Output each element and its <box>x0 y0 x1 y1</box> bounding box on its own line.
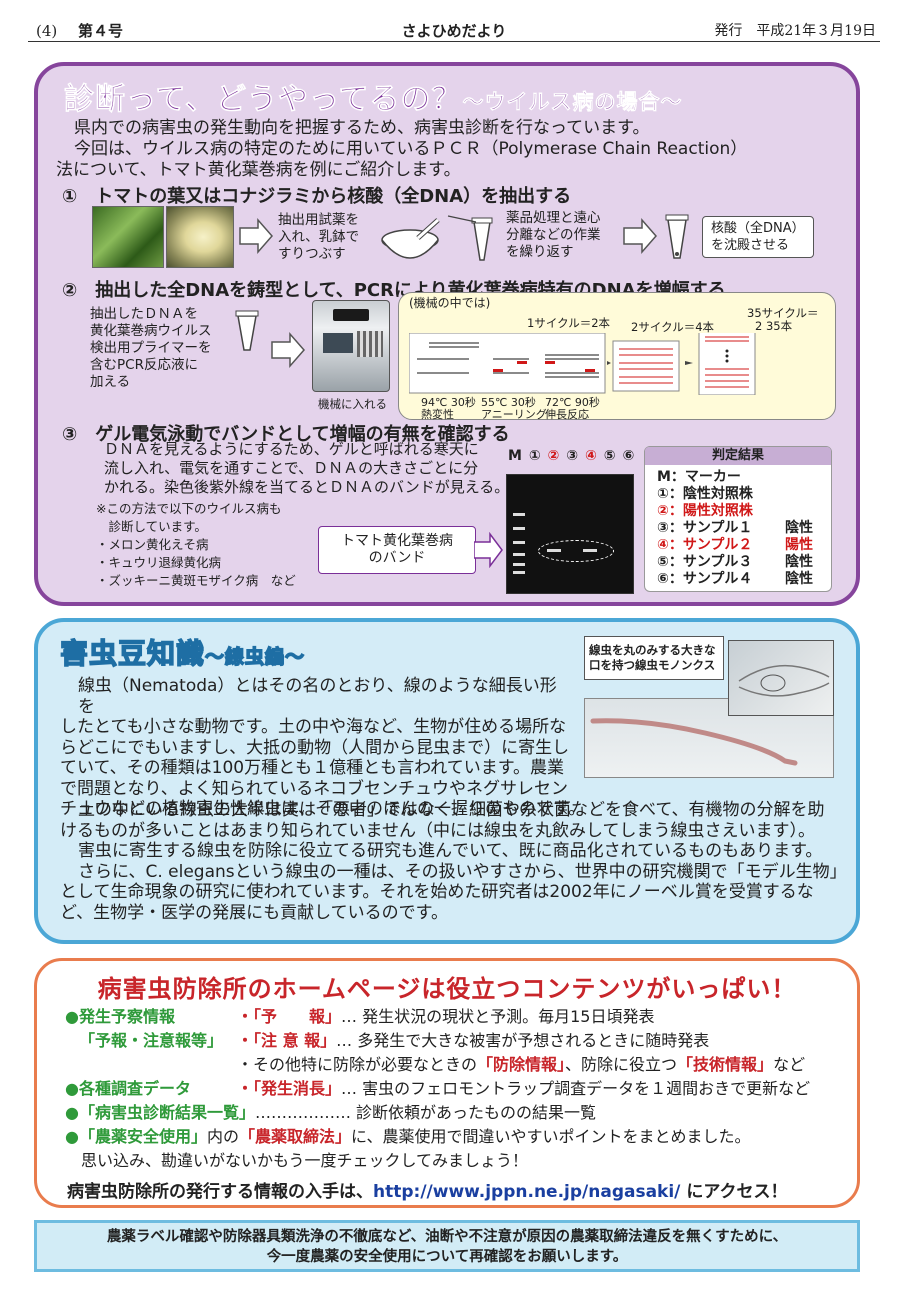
arrow-icon <box>238 218 274 254</box>
temp-annealing: 55℃ 30秒アニーリング <box>481 396 547 421</box>
step1-heading: ① トマトの葉又はコナジラミから核酸（全DNA）を抽出する <box>62 186 572 207</box>
step2-left-text: 抽出したＤＮＡを 黄化葉巻病ウイルス 検出用プライマーを 含むPCR反応液に 加… <box>90 306 212 390</box>
issue-date: 発行 平成21年３月19日 <box>714 23 876 39</box>
arrow-icon <box>474 532 504 568</box>
nematode-section: 害虫豆知識〜線虫編〜 線虫を丸のみする大きな 口を持つ線虫モノンクス 線虫（Ne… <box>34 618 860 944</box>
nematode-zoom-photo <box>728 640 834 716</box>
results-title: 判定結果 <box>645 447 831 465</box>
warning-row: 「予報・注意報等」・「注 意 報」… 多発生で大きな被害が予想されるときに随時発… <box>79 1031 710 1050</box>
diagnosis-results-row: ●「病害虫診断結果一覧」……………… 診断依頼があったものの結果一覧 <box>65 1103 597 1122</box>
temp-extension: 72℃ 90秒伸長反応 <box>545 396 600 421</box>
arrow-icon <box>622 218 658 254</box>
step1-text-precipitate: 核酸（全DNA） を沈殿させる <box>702 216 814 258</box>
temp-denature: 94℃ 30秒熱変性 <box>421 396 476 421</box>
step1-text-centrifuge: 薬品処理と遠心 分離などの作業 を繰り返す <box>506 210 601 260</box>
nematode-photo-label: 線虫を丸のみする大きな 口を持つ線虫モノンクス <box>584 636 724 680</box>
diagnosis-subtitle: 〜ウイルス病の場合〜 <box>462 90 683 115</box>
pcr-box-label: (機械の中では) <box>409 296 491 310</box>
nematode-photo <box>584 698 834 778</box>
cycle-35-label: 35サイクル＝ <box>747 306 819 320</box>
homepage-section: 病害虫防除所のホームページは役立つコンテンツがいっぱい！ ●発生予察情報・「予 … <box>34 958 860 1208</box>
mortar-icon <box>378 216 442 266</box>
whitefly-photo <box>166 206 234 268</box>
nematode-title: 害虫豆知識〜線虫編〜 <box>59 636 306 671</box>
step3-body: ＤＮＡを見えるようにするため、ゲルと呼ばれる寒天に 流し入れ、電気を通すことで、… <box>104 440 510 496</box>
tube-icon <box>232 306 262 356</box>
tube-icon <box>662 210 692 266</box>
access-line: 病害虫防除所の発行する情報の入手は、http://www.jppn.ne.jp/… <box>67 1182 788 1202</box>
forecast-row: ●発生予察情報・「予 報」… 発生状況の現状と予測。毎月15日頃発表 <box>65 1007 655 1026</box>
tube-icon <box>446 212 496 268</box>
arrow-icon <box>270 332 306 368</box>
issue-number: 第４号 <box>78 22 124 40</box>
cycle-35-count: 2 35本 <box>755 319 793 333</box>
pesticide-safety-row: ●「農薬安全使用」内の「農薬取締法」に、農薬使用で間違いやすいポイントをまとめま… <box>65 1127 751 1146</box>
homepage-title: 病害虫防除所のホームページは役立つコンテンツがいっぱい！ <box>97 975 797 1003</box>
nematode-paragraph-1: 線虫（Nematoda）とはその名のとおり、線のような細長い形を したとても小さ… <box>60 676 586 819</box>
diagnosis-intro: 県内での病害虫の発生動向を把握するため、病害虫診断を行なっています。 今回は、ウ… <box>56 118 748 180</box>
homepage-link[interactable]: http://www.jppn.ne.jp/nagasaki/ <box>373 1182 681 1202</box>
result-item: M：マーカー <box>657 469 741 485</box>
gel-electrophoresis-photo <box>506 474 634 594</box>
cycle-1-label: 1サイクル＝2本 <box>527 316 611 330</box>
dna-strands-diagram <box>409 333 756 395</box>
pcr-machine-photo <box>312 300 390 392</box>
other-virus-note: ※この方法で以下のウイルス病も 診断しています。 ・メロン黄化えそ病 ・キュウリ… <box>96 501 296 588</box>
newsletter-title: さよひめだより <box>401 22 507 40</box>
step1-text-grind: 抽出用試薬を 入れ、乳鉢で すりつぶす <box>278 212 360 262</box>
cycle-2-label: 2サイクル＝4本 <box>631 320 715 334</box>
result-item: ①：陰性対照株 <box>657 486 753 502</box>
band-highlight <box>538 540 614 562</box>
tomato-leaf-photo <box>92 206 164 268</box>
safety-notice: 農薬ラベル確認や防除器具類洗浄の不徹底など、油断や不注意が原因の農薬取締法違反を… <box>34 1220 860 1272</box>
nematode-subtitle: 〜線虫編〜 <box>204 645 306 669</box>
diagnosis-section: 診断って、どうやってるの？〜ウイルス病の場合〜 県内での病害虫の発生動向を把握す… <box>34 62 860 606</box>
step3-heading: ③ ゲル電気泳動でバンドとして増幅の有無を確認する <box>62 424 510 445</box>
nematode-paragraph-2: 土の中にいる線虫の大半は実は「悪者」ではなく、細菌や糸状菌などを食べて、有機物の… <box>60 800 847 923</box>
machine-caption: 機械に入れる <box>318 397 387 411</box>
result-item: ②：陽性対照株 <box>657 503 753 519</box>
check-reminder: 思い込み、勘違いがないかもう一度チェックしてみましょう！ <box>81 1151 529 1170</box>
page-number: (4) <box>36 22 58 40</box>
band-callout: トマト黄化葉巻病 のバンド <box>318 526 476 574</box>
pcr-process-diagram: (機械の中では) 1サイクル＝2本 2サイクル＝4本 35サイクル＝ 2 35本… <box>398 292 836 421</box>
survey-data-row: ●各種調査データ・「発生消長」… 害虫のフェロモントラップ調査データを１週間おき… <box>65 1079 811 1098</box>
gel-lane-labels: M ① ② ③ ④ ⑤ ⑥ <box>508 448 636 464</box>
page-header: (4) 第４号 さよひめだより 発行 平成21年３月19日 <box>28 12 880 42</box>
diagnosis-title: 診断って、どうやってるの？〜ウイルス病の場合〜 <box>64 82 683 118</box>
other-info-row: ・その他特に防除が必要なときの「防除情報」、防除に役立つ「技術情報」など <box>237 1055 806 1074</box>
